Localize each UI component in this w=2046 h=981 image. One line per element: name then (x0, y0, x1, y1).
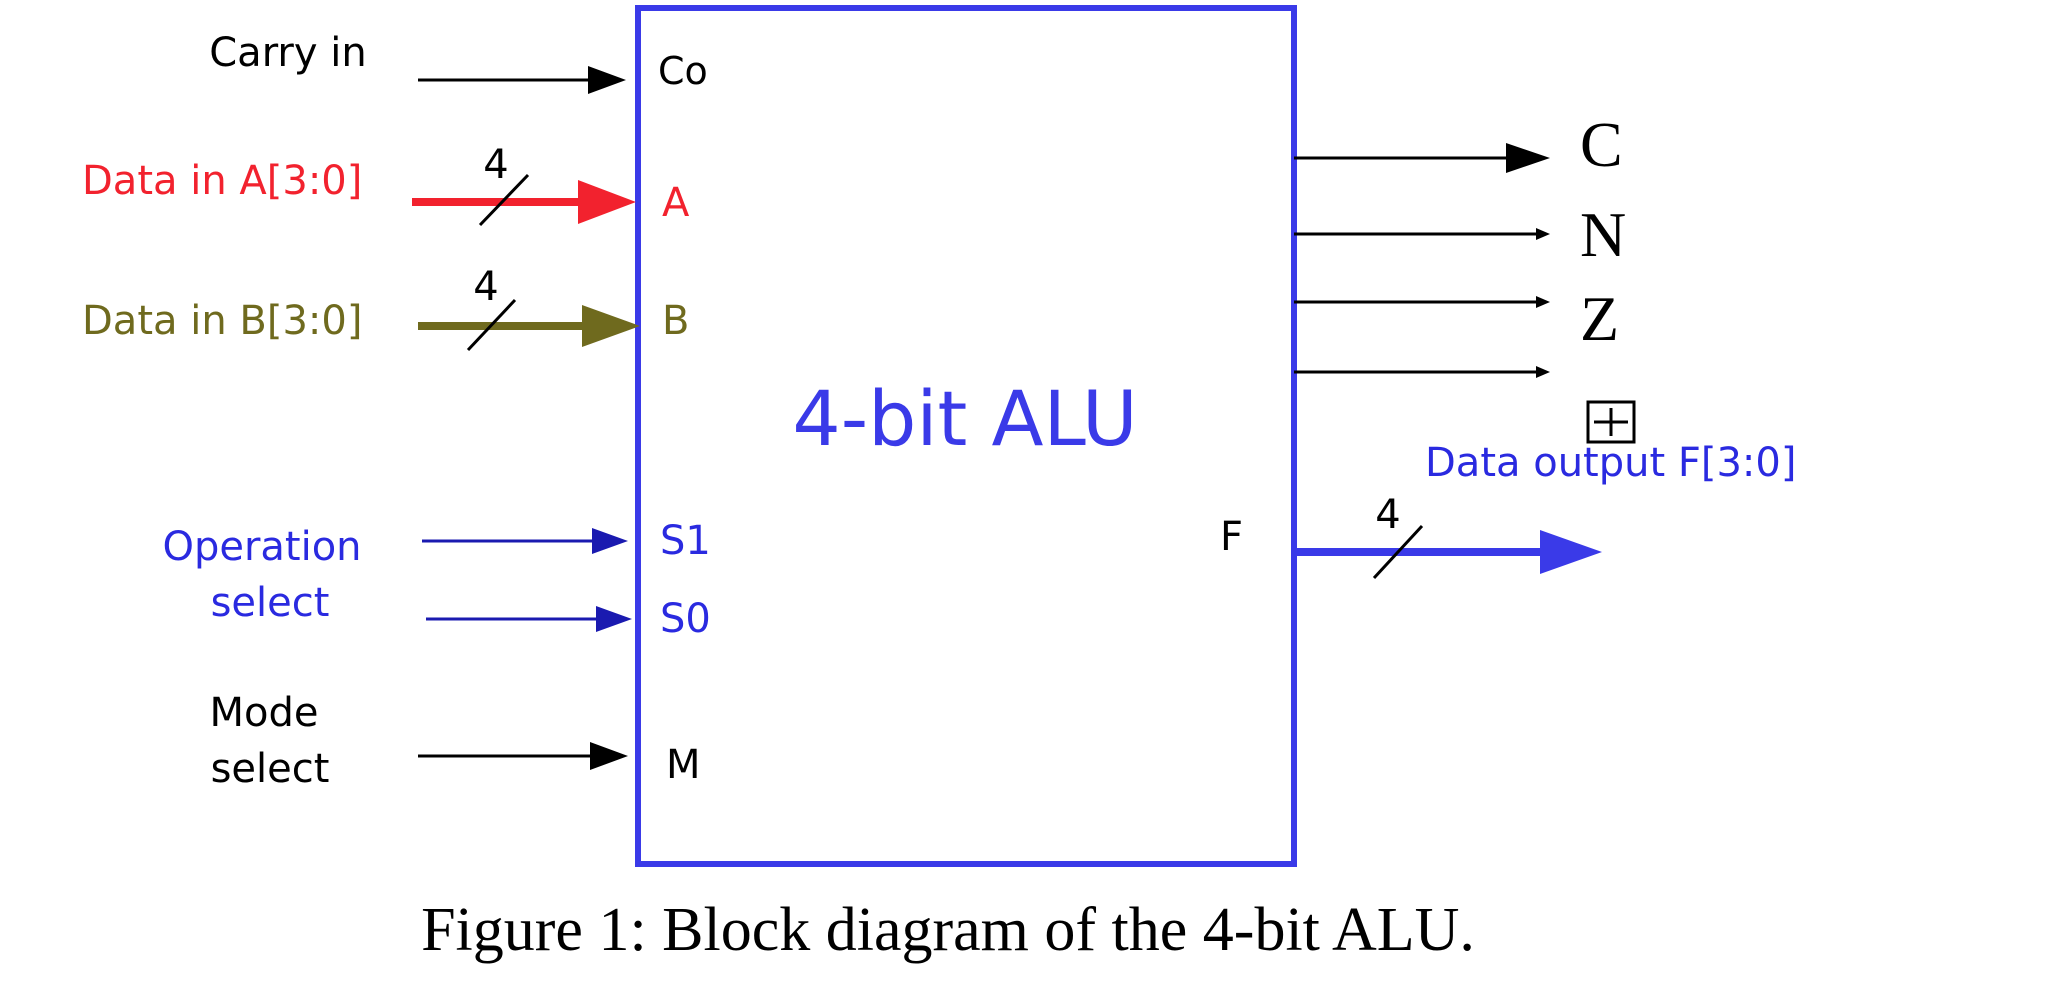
mode-select-label-1: Mode (210, 690, 319, 736)
output-z-arrow (1294, 296, 1550, 308)
operation-select-s1-arrow (422, 528, 628, 554)
data-in-a-bus (412, 173, 636, 227)
port-m: M (666, 742, 701, 788)
carry-in-arrow (418, 66, 626, 94)
data-in-b-bus (418, 298, 640, 352)
output-v-arrow (1294, 366, 1550, 378)
data-output-f-label: Data output F[3:0] (1425, 440, 1796, 486)
port-b: B (662, 298, 689, 344)
expand-box-icon[interactable] (1586, 400, 1636, 444)
output-c-label: C (1580, 109, 1623, 180)
data-in-b-width: 4 (473, 264, 498, 310)
operation-select-s0-arrow (426, 606, 632, 632)
alu-block (635, 5, 1297, 867)
figure-caption: Figure 1: Block diagram of the 4-bit ALU… (421, 896, 1475, 964)
port-a: A (662, 180, 690, 226)
data-in-a-width: 4 (483, 142, 508, 188)
operation-select-label-1: Operation (162, 524, 361, 570)
output-n-arrow (1294, 228, 1550, 240)
data-output-f-bus (1294, 524, 1602, 580)
output-c-arrow (1294, 143, 1550, 173)
port-s1: S1 (660, 518, 711, 564)
data-in-b-label: Data in B[3:0] (82, 298, 362, 344)
data-output-f-width: 4 (1375, 492, 1400, 538)
data-in-a-label: Data in A[3:0] (82, 158, 362, 204)
mode-select-arrow (418, 742, 628, 770)
mode-select-label-2: select (211, 746, 330, 792)
block-title: 4-bit ALU (792, 374, 1137, 463)
output-n-label: N (1580, 199, 1626, 270)
port-f: F (1220, 514, 1243, 560)
port-co: Co (658, 49, 708, 93)
operation-select-label-2: select (211, 580, 330, 626)
carry-in-label: Carry in (209, 30, 366, 76)
port-s0: S0 (660, 596, 711, 642)
output-z-label: Z (1580, 283, 1619, 354)
